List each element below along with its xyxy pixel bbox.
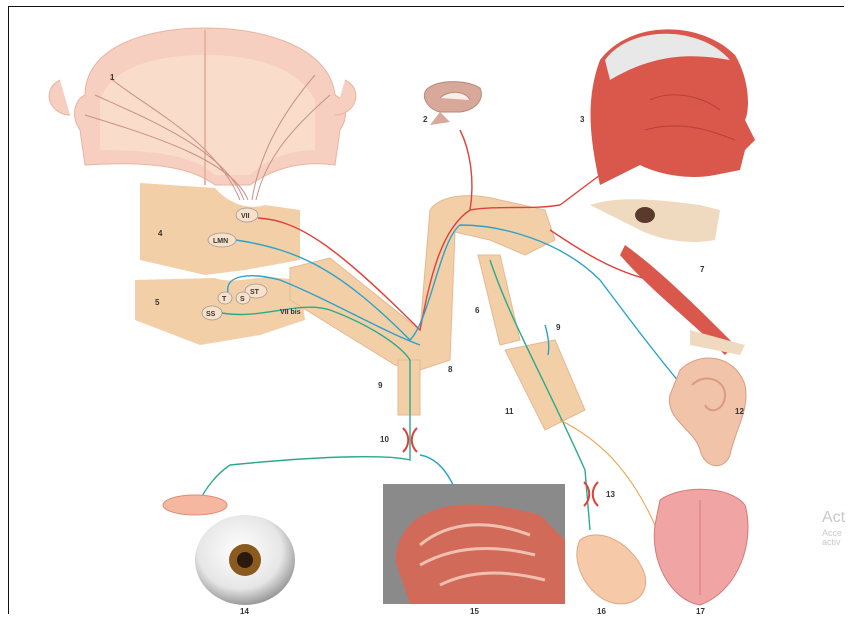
windows-activation-watermark: Act Acce activ <box>822 510 845 547</box>
brain-cross-section <box>49 28 356 185</box>
pons-block <box>140 183 300 275</box>
lacrimal-gland <box>163 495 227 515</box>
label-6: 6 <box>475 306 480 315</box>
label-15: 15 <box>470 607 479 616</box>
label-lmn: LMN <box>213 238 228 245</box>
label-s: S <box>240 296 245 303</box>
label-ss: SS <box>206 311 216 318</box>
salivary-gland <box>577 535 646 604</box>
watermark-line-3: activ <box>822 538 845 547</box>
taste-fibers <box>560 420 655 525</box>
label-vii: VII <box>241 213 250 220</box>
label-vii-bis: VII bis <box>280 309 301 316</box>
label-16: 16 <box>597 607 606 616</box>
label-4: 4 <box>158 229 163 238</box>
nasal-cavity <box>383 484 565 604</box>
label-9-right: 9 <box>556 323 561 332</box>
digastric-muscle <box>590 199 745 355</box>
label-3: 3 <box>580 115 585 124</box>
label-13: 13 <box>606 490 615 499</box>
label-2: 2 <box>423 115 428 124</box>
label-t: T <box>222 296 227 303</box>
facial-nerve-sheath <box>290 196 585 430</box>
label-st: ST <box>250 289 260 296</box>
label-8: 8 <box>448 365 453 374</box>
label-9-left: 9 <box>378 381 383 390</box>
label-7: 7 <box>700 265 705 274</box>
label-17: 17 <box>696 607 705 616</box>
eyeball <box>195 515 295 605</box>
label-5: 5 <box>155 298 160 307</box>
watermark-line-1: Act <box>822 510 845 526</box>
label-14: 14 <box>240 607 249 616</box>
label-12: 12 <box>735 407 744 416</box>
head-facial-muscles <box>591 29 755 185</box>
label-10: 10 <box>380 435 389 444</box>
vessel-marker-13 <box>584 482 598 506</box>
tongue <box>654 489 748 605</box>
label-11: 11 <box>505 407 514 416</box>
stapedius-muscle <box>424 82 481 125</box>
label-1: 1 <box>110 73 115 82</box>
